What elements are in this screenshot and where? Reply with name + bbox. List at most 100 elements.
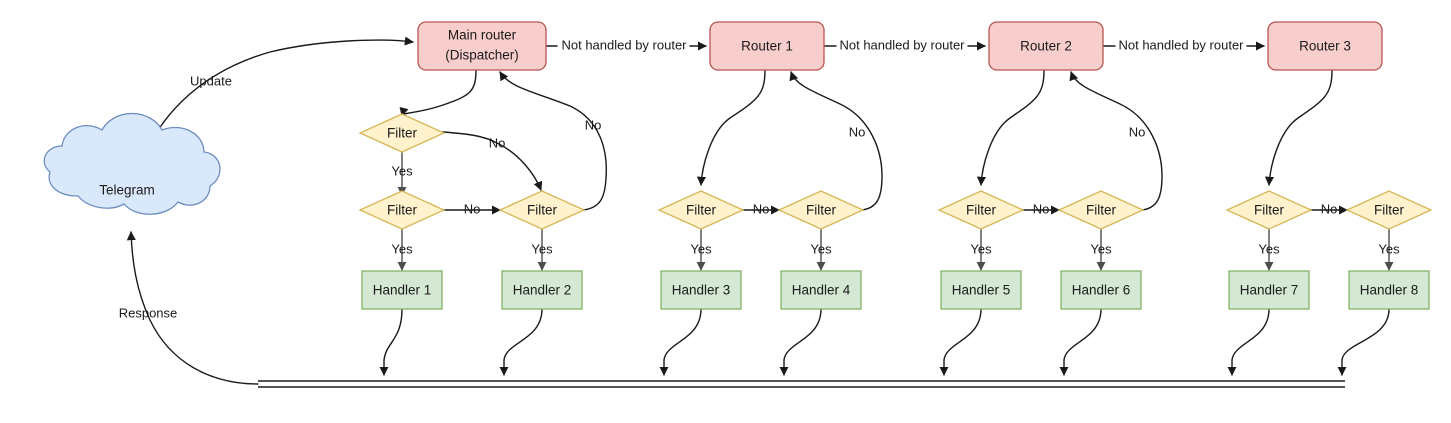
telegram-cloud-node[interactable]: Telegram xyxy=(43,112,221,215)
edge-filter0-no-to-filter2 xyxy=(442,131,543,191)
edge-label-no-filter2-loop: No xyxy=(585,117,602,132)
filter7-label: Filter xyxy=(1254,203,1285,218)
edge-label-no-filter3: No xyxy=(753,201,770,216)
handler2-box xyxy=(501,270,583,310)
main-router-label-line1: Main router xyxy=(448,28,517,43)
edge-handler8-to-collector xyxy=(1337,308,1390,376)
filter1-diamond xyxy=(358,190,446,230)
handler-node-7[interactable]: Handler 7 xyxy=(1228,270,1310,310)
handler4-box xyxy=(780,270,862,310)
edge-label-not-handled-1: Not handled by router xyxy=(561,37,687,52)
handler2-label: Handler 2 xyxy=(513,283,572,298)
edge-label-yes-filter7: Yes xyxy=(1258,241,1280,256)
edge-label-no-filter4-loop: No xyxy=(849,124,866,139)
edge-label-yes-filter3: Yes xyxy=(690,241,712,256)
router3-label: Router 3 xyxy=(1299,39,1351,54)
edge-handler4-to-collector xyxy=(779,308,822,376)
edge-label-yes-filter6: Yes xyxy=(1090,241,1112,256)
router2-label: Router 2 xyxy=(1020,39,1072,54)
handler7-box xyxy=(1228,270,1310,310)
filter-node-7[interactable]: Filter xyxy=(1225,190,1313,230)
filter5-label: Filter xyxy=(966,203,997,218)
filter7-diamond xyxy=(1225,190,1313,230)
edge-label-yes-filter2: Yes xyxy=(531,241,553,256)
edge-label-no-filter6-loop: No xyxy=(1129,124,1146,139)
edge-router1-to-filter3 xyxy=(696,69,766,186)
router-node-main[interactable]: Main router (Dispatcher) xyxy=(417,21,547,71)
handler5-label: Handler 5 xyxy=(952,283,1011,298)
edge-router2-to-filter5 xyxy=(976,69,1045,186)
edge-handler7-to-collector xyxy=(1227,308,1270,376)
edge-response xyxy=(126,231,259,385)
filter4-diamond xyxy=(777,190,865,230)
handler8-label: Handler 8 xyxy=(1360,283,1419,298)
handler3-label: Handler 3 xyxy=(672,283,731,298)
edge-router3-to-filter7 xyxy=(1264,69,1333,186)
filter-node-4[interactable]: Filter xyxy=(777,190,865,230)
edge-mainrouter-to-filter0 xyxy=(399,69,477,117)
filter8-diamond xyxy=(1345,190,1433,230)
handler6-box xyxy=(1060,270,1142,310)
handler4-label: Handler 4 xyxy=(792,283,851,298)
router-node-2[interactable]: Router 2 xyxy=(988,21,1104,71)
router-node-1[interactable]: Router 1 xyxy=(709,21,825,71)
edge-handler1-to-collector xyxy=(379,308,403,376)
handler1-box xyxy=(361,270,443,310)
handler5-box xyxy=(940,270,1022,310)
handler7-label: Handler 7 xyxy=(1240,283,1299,298)
handler3-box xyxy=(660,270,742,310)
filter6-label: Filter xyxy=(1086,203,1117,218)
router2-box xyxy=(988,21,1104,71)
filter3-label: Filter xyxy=(686,203,717,218)
handler-node-8[interactable]: Handler 8 xyxy=(1348,270,1430,310)
filter6-diamond xyxy=(1057,190,1145,230)
edge-label-yes-filter0: Yes xyxy=(391,163,413,178)
filter-node-2[interactable]: Filter xyxy=(498,190,586,230)
main-router-box xyxy=(417,21,547,71)
filter0-diamond xyxy=(358,113,446,153)
filter1-label: Filter xyxy=(387,203,418,218)
filter5-diamond xyxy=(937,190,1025,230)
filter-node-6[interactable]: Filter xyxy=(1057,190,1145,230)
router3-box xyxy=(1267,21,1383,71)
telegram-label: Telegram xyxy=(99,183,155,198)
router-node-3[interactable]: Router 3 xyxy=(1267,21,1383,71)
handler-node-3[interactable]: Handler 3 xyxy=(660,270,742,310)
handler-node-4[interactable]: Handler 4 xyxy=(780,270,862,310)
filter-node-1[interactable]: Filter xyxy=(358,190,446,230)
filter-node-0[interactable]: Filter xyxy=(358,113,446,153)
edge-filter6-no-to-router2 xyxy=(1069,71,1163,211)
filter-node-8[interactable]: Filter xyxy=(1345,190,1433,230)
edge-filter2-no-to-mainrouter xyxy=(499,71,607,211)
filter3-diamond xyxy=(657,190,745,230)
edge-handler6-to-collector xyxy=(1059,308,1102,376)
edge-label-yes-filter4: Yes xyxy=(810,241,832,256)
handler-node-2[interactable]: Handler 2 xyxy=(501,270,583,310)
router1-box xyxy=(709,21,825,71)
edge-handler3-to-collector xyxy=(659,308,702,376)
filter8-label: Filter xyxy=(1374,203,1405,218)
edge-label-no-filter1: No xyxy=(464,201,481,216)
handler-node-5[interactable]: Handler 5 xyxy=(940,270,1022,310)
filter-node-5[interactable]: Filter xyxy=(937,190,1025,230)
main-router-label-line2: (Dispatcher) xyxy=(445,48,519,63)
edge-label-yes-filter8: Yes xyxy=(1378,241,1400,256)
handler-node-1[interactable]: Handler 1 xyxy=(361,270,443,310)
filter2-label: Filter xyxy=(527,203,558,218)
edge-filter4-no-to-router1 xyxy=(789,71,883,211)
handler1-label: Handler 1 xyxy=(373,283,432,298)
handler6-label: Handler 6 xyxy=(1072,283,1131,298)
filter2-diamond xyxy=(498,190,586,230)
edge-handler5-to-collector xyxy=(939,308,982,376)
handler-node-6[interactable]: Handler 6 xyxy=(1060,270,1142,310)
filter4-label: Filter xyxy=(806,203,837,218)
handler8-box xyxy=(1348,270,1430,310)
edge-label-yes-filter1: Yes xyxy=(391,241,413,256)
edge-label-not-handled-2: Not handled by router xyxy=(839,37,965,52)
edge-label-not-handled-3: Not handled by router xyxy=(1118,37,1244,52)
edge-handler2-to-collector xyxy=(499,308,543,376)
cloud-icon xyxy=(43,112,221,215)
filter-node-3[interactable]: Filter xyxy=(657,190,745,230)
